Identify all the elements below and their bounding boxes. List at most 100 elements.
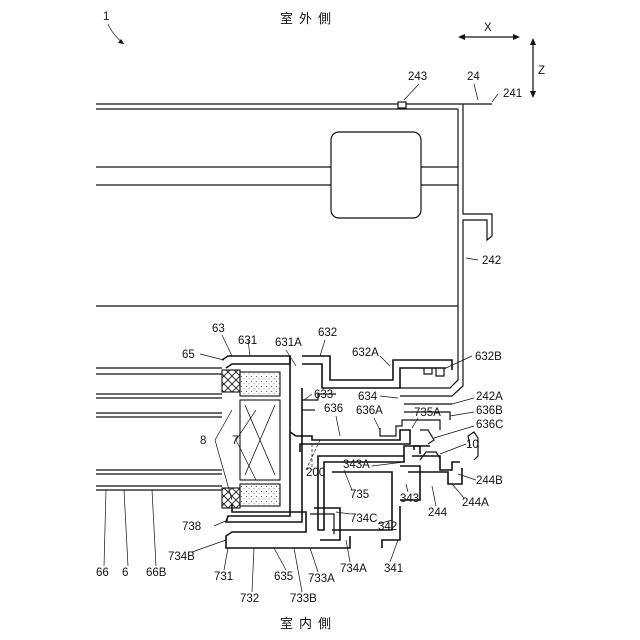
label-244A: 244A — [462, 497, 489, 509]
lead-241 — [492, 94, 498, 102]
label-632: 632 — [318, 327, 337, 339]
label-65: 65 — [182, 349, 195, 361]
label-341: 341 — [384, 563, 403, 575]
label-242: 242 — [482, 255, 501, 267]
frame-244A — [408, 468, 462, 484]
label-636A: 636A — [356, 405, 383, 417]
label-6: 6 — [122, 567, 128, 579]
frame-734C-inner — [310, 514, 334, 534]
frame-632A-inner — [302, 364, 446, 388]
label-636B: 636B — [476, 405, 503, 417]
lead-634 — [380, 396, 398, 398]
label-636C: 636C — [476, 419, 504, 431]
label-734A: 734A — [340, 563, 367, 575]
label-632B: 632B — [475, 351, 502, 363]
frame-10-cap — [414, 446, 430, 450]
outdoor-side-caption: 室外側 — [280, 11, 337, 27]
axis-z-label: Z — [538, 65, 545, 77]
label-343: 343 — [400, 493, 419, 505]
label-244: 244 — [428, 507, 448, 519]
axis-x-arrow-right — [513, 34, 520, 40]
label-631: 631 — [238, 335, 257, 347]
block-component — [331, 132, 421, 218]
label-242A: 242A — [476, 391, 503, 403]
lead-734B — [192, 540, 226, 552]
label-66B: 66B — [146, 567, 167, 579]
label-733B: 733B — [290, 593, 317, 605]
label-63: 63 — [212, 323, 225, 335]
lead-10 — [440, 444, 466, 454]
lead-732 — [252, 548, 254, 592]
label-735A: 735A — [414, 407, 441, 419]
lead-24 — [474, 84, 478, 100]
indoor-side-caption: 室内側 — [280, 616, 337, 632]
lead-632A — [380, 356, 390, 366]
axis-z-arrow-up — [530, 38, 536, 45]
axis-z-arrow-down — [530, 91, 536, 98]
axis-indicator: X Z — [458, 22, 545, 98]
wall-242-lower-outer — [400, 306, 463, 396]
wall-242-lower-inner — [400, 306, 458, 388]
label-8: 8 — [200, 435, 206, 447]
lead-731 — [224, 548, 228, 570]
label-24: 24 — [467, 71, 480, 83]
sealant-upper-dotted — [240, 372, 280, 396]
label-735: 735 — [350, 489, 369, 501]
lead-343 — [406, 484, 408, 492]
lead-244A — [452, 484, 464, 498]
lead-635 — [274, 548, 286, 570]
lead-733B — [294, 548, 302, 592]
label-734B: 734B — [168, 551, 195, 563]
lead-735 — [344, 470, 352, 490]
sealant-lower-dotted — [240, 484, 280, 506]
label-243: 243 — [408, 71, 427, 83]
label-10: 10 — [466, 439, 479, 451]
figure-ref-label: 1 — [103, 11, 109, 23]
lead-243 — [404, 84, 419, 100]
label-635: 635 — [274, 571, 293, 583]
seal-upper-hatched — [222, 370, 240, 392]
lead-65 — [200, 354, 224, 360]
frame-632B-tabs — [424, 368, 444, 376]
lead-6 — [124, 490, 128, 566]
frame-636-arm — [290, 430, 410, 452]
axis-x-arrow-left — [458, 34, 465, 40]
lead-734C — [336, 512, 350, 514]
frame-631-lip — [222, 356, 290, 368]
lead-244 — [432, 486, 436, 506]
label-632A: 632A — [352, 347, 379, 359]
lead-733A — [310, 548, 318, 572]
axis-x-label: X — [484, 22, 492, 34]
lead-242A — [452, 398, 474, 404]
lead-636A — [374, 418, 380, 430]
joint-243 — [398, 102, 406, 108]
vertical-wall-242-outer — [463, 104, 492, 306]
lead-632B — [446, 356, 472, 368]
label-731: 731 — [214, 571, 233, 583]
label-636: 636 — [324, 403, 343, 415]
label-633: 633 — [314, 389, 333, 401]
lead-636 — [336, 416, 340, 436]
label-200: 200 — [306, 467, 325, 479]
frame-34x — [318, 432, 478, 548]
figure-reference: 1 — [103, 11, 124, 44]
seal-lower-hatched — [222, 488, 240, 508]
lead-632 — [320, 340, 325, 356]
frame-636C-nose — [420, 430, 434, 444]
label-343A: 343A — [343, 459, 370, 471]
upper-frame-24 — [96, 102, 492, 396]
lead-636B — [450, 412, 474, 416]
label-631A: 631A — [275, 337, 302, 349]
label-241: 241 — [503, 88, 522, 100]
label-734C: 734C — [350, 513, 378, 525]
label-738: 738 — [182, 521, 201, 533]
label-342: 342 — [378, 521, 397, 533]
lead-242 — [466, 258, 478, 260]
lead-66B — [152, 490, 156, 566]
label-7: 7 — [232, 435, 238, 447]
lead-244B — [458, 474, 476, 480]
frame-343A — [404, 446, 420, 456]
lead-63 — [222, 335, 232, 356]
lead-633 — [304, 394, 312, 400]
